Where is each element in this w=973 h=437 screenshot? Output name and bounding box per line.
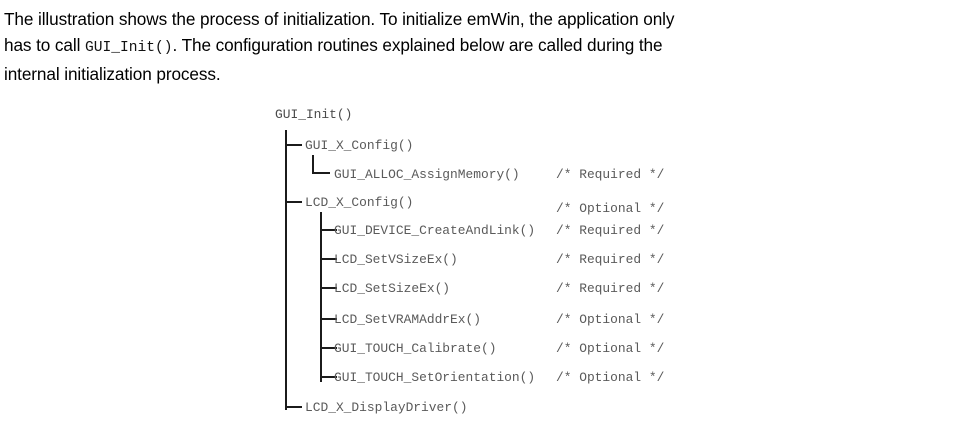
tree-branch-lcd-setsizeex <box>320 287 337 289</box>
tree-comment-gui-device-createandlink: /* Required */ <box>556 223 665 238</box>
tree-branch-lcd-x-config <box>285 201 302 203</box>
tree-comment-lcd-x-config: /* Optional */ <box>556 201 665 216</box>
tree-branch-lcd-x-displaydriver <box>285 406 302 408</box>
tree-node-gui-device-createandlink: GUI_DEVICE_CreateAndLink() <box>334 223 536 238</box>
tree-branch-lcd-setvsizeex <box>320 258 337 260</box>
intro-line-3: internal initialization process. <box>4 64 221 84</box>
tree-trunk-level1 <box>285 130 287 410</box>
tree-node-gui-x-config: GUI_X_Config() <box>305 138 414 153</box>
tree-comment-lcd-setvsizeex: /* Required */ <box>556 252 665 267</box>
tree-branch-gui-x-config <box>285 144 302 146</box>
intro-line-2: has to call GUI_Init(). The configuratio… <box>4 32 964 61</box>
intro-line-2-suffix: . The configuration routines explained b… <box>172 35 663 55</box>
tree-trunk-level2 <box>320 212 322 382</box>
tree-node-lcd-x-displaydriver: LCD_X_DisplayDriver() <box>305 400 468 415</box>
tree-node-gui-touch-calibrate: GUI_TOUCH_Calibrate() <box>334 341 497 356</box>
tree-node-gui-alloc-assignmemory: GUI_ALLOC_AssignMemory() <box>334 167 520 182</box>
tree-comment-lcd-setvramaddrex: /* Optional */ <box>556 312 665 327</box>
tree-node-gui-init: GUI_Init() <box>275 107 353 122</box>
tree-comment-gui-touch-calibrate: /* Optional */ <box>556 341 665 356</box>
intro-line-1: The illustration shows the process of in… <box>4 9 675 29</box>
tree-branch-gui-alloc-assignmemory <box>312 172 330 174</box>
tree-comment-gui-alloc-assignmemory: /* Required */ <box>556 167 665 182</box>
tree-node-lcd-setvramaddrex: LCD_SetVRAMAddrEx() <box>334 312 481 327</box>
inline-code-gui-init: GUI_Init() <box>84 40 173 56</box>
tree-node-lcd-setvsizeex: LCD_SetVSizeEx() <box>334 252 458 267</box>
intro-line-2-prefix: has to call <box>4 35 85 55</box>
tree-branch-gui-device-createandlink <box>320 229 337 231</box>
intro-paragraph: The illustration shows the process of in… <box>4 6 964 87</box>
tree-node-lcd-setsizeex: LCD_SetSizeEx() <box>334 281 451 296</box>
tree-comment-gui-touch-setorientation: /* Optional */ <box>556 370 665 385</box>
tree-node-gui-touch-setorientation: GUI_TOUCH_SetOrientation() <box>334 370 536 385</box>
tree-comment-lcd-setsizeex: /* Required */ <box>556 281 665 296</box>
tree-subtrunk-gui-x-config <box>312 155 314 174</box>
tree-branch-lcd-setvramaddrex <box>320 318 337 320</box>
tree-branch-gui-touch-setorientation <box>320 376 337 378</box>
tree-branch-gui-touch-calibrate <box>320 347 337 349</box>
tree-node-lcd-x-config: LCD_X_Config() <box>305 195 414 210</box>
